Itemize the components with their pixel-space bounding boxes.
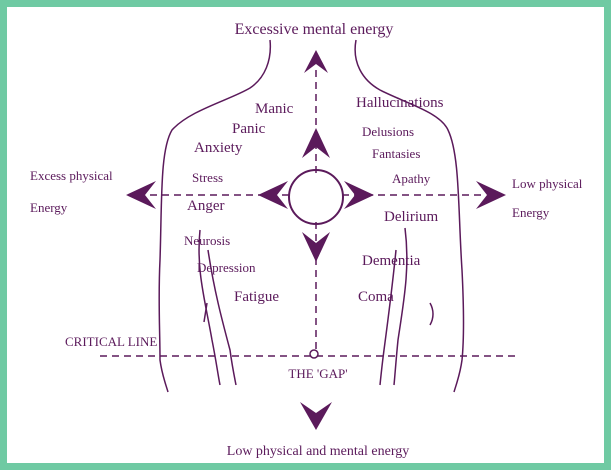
label-delusions: Delusions (362, 124, 414, 139)
label-stress: Stress (192, 170, 223, 185)
label-left-line2: Energy (30, 200, 68, 215)
gap-marker (310, 350, 318, 358)
arrow-top (304, 50, 328, 73)
label-fantasies: Fantasies (372, 146, 420, 161)
label-anxiety: Anxiety (194, 140, 243, 156)
center-circle (289, 170, 343, 224)
label-neurosis: Neurosis (184, 233, 230, 248)
label-right-line1: Low physical (512, 176, 583, 191)
arm-line-left-1 (199, 230, 220, 385)
label-dementia: Dementia (362, 253, 421, 269)
axes (100, 70, 518, 356)
label-top: Excessive mental energy (235, 21, 394, 38)
body-outline-left (159, 40, 270, 392)
hand-mark-right (430, 303, 433, 325)
label-coma: Coma (358, 289, 394, 305)
label-delirium: Delirium (384, 209, 438, 225)
arrow-bottom (300, 402, 332, 430)
label-anger: Anger (187, 198, 225, 214)
label-depression: Depression (197, 260, 256, 275)
label-critical-line: CRITICAL LINE (65, 334, 157, 349)
label-hallucinations: Hallucinations (356, 95, 444, 111)
label-apathy: Apathy (392, 171, 431, 186)
arm-line-right-2 (380, 250, 396, 385)
label-fatigue: Fatigue (234, 289, 279, 305)
label-right-line2: Energy (512, 205, 550, 220)
label-bottom: Low physical and mental energy (227, 444, 409, 459)
label-panic: Panic (232, 121, 266, 137)
label-gap: THE 'GAP' (288, 366, 347, 381)
label-manic: Manic (255, 101, 294, 117)
arrow-up-small (302, 128, 330, 158)
label-left-line1: Excess physical (30, 168, 113, 183)
